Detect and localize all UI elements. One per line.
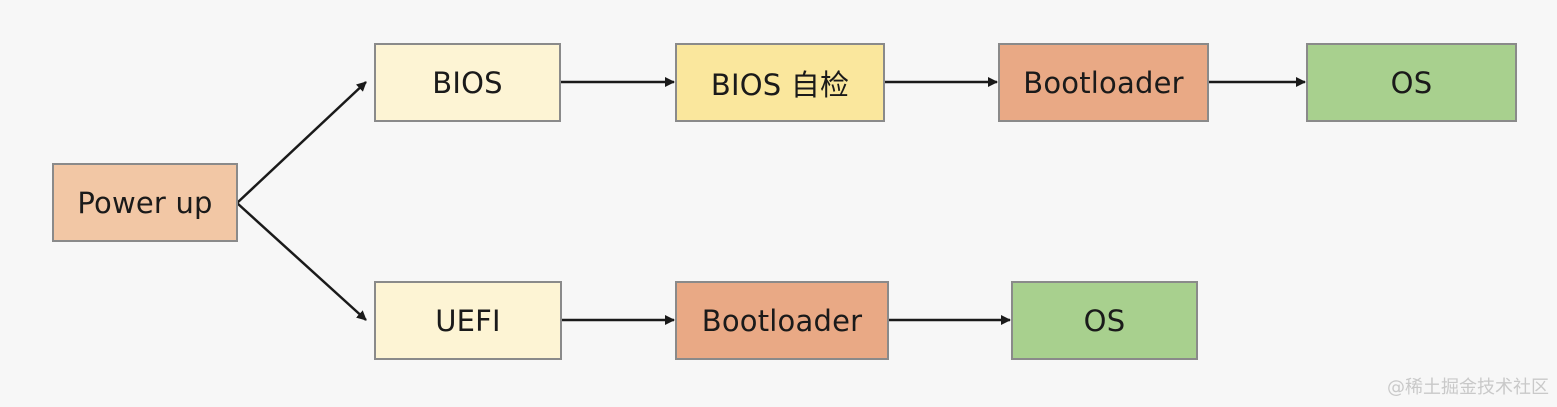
node-label: UEFI xyxy=(435,303,501,338)
node-label: BIOS 自检 xyxy=(710,67,850,102)
node-uefi: UEFI xyxy=(374,281,562,360)
watermark: @稀土掘金技术社区 xyxy=(1387,377,1549,398)
node-bios: BIOS xyxy=(374,43,561,122)
node-label: OS xyxy=(1083,303,1126,338)
edge-power-to-bios xyxy=(236,81,367,204)
node-label: Bootloader xyxy=(1023,65,1184,100)
node-bios-post: BIOS 自检 xyxy=(675,43,885,122)
edge-power-to-uefi xyxy=(236,202,367,321)
node-label: BIOS xyxy=(432,65,503,100)
node-bootloader-bottom: Bootloader xyxy=(675,281,889,360)
node-label: Power up xyxy=(77,185,213,220)
node-power-up: Power up xyxy=(52,163,238,242)
node-bootloader-top: Bootloader xyxy=(998,43,1209,122)
node-label: Bootloader xyxy=(701,303,863,338)
node-label: OS xyxy=(1390,65,1433,100)
node-os-bottom: OS xyxy=(1011,281,1198,360)
node-os-top: OS xyxy=(1306,43,1517,122)
